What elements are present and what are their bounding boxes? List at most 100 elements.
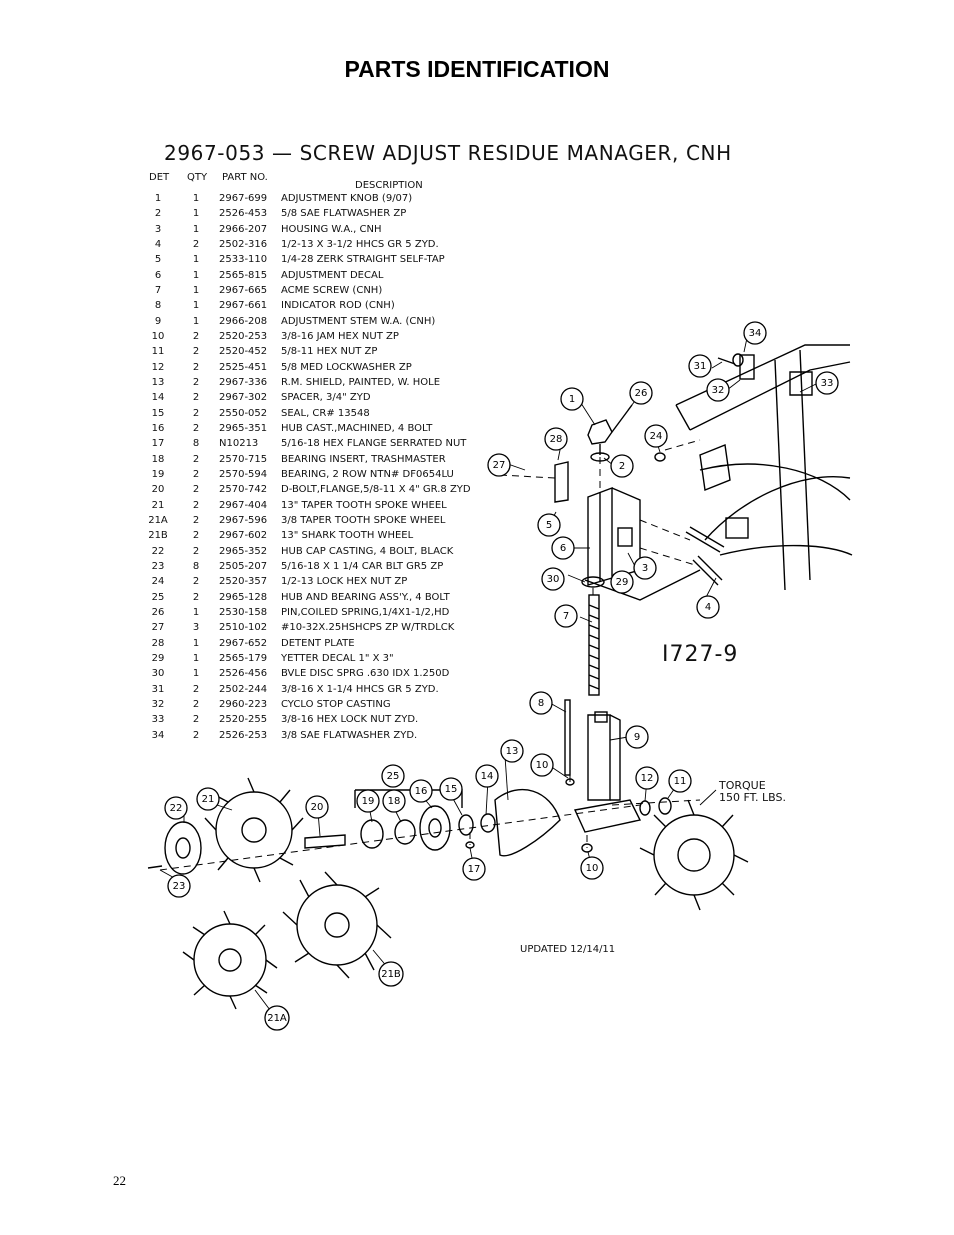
cell-description: 3/8 TAPER TOOTH SPOKE WHEEL [281, 514, 446, 526]
cell-description: #10-32X.25HSHCPS ZP W/TRDLCK [281, 622, 455, 634]
cell-qty: 2 [192, 468, 200, 480]
callout-15: 15 [439, 777, 463, 801]
callout-label: 17 [468, 864, 481, 875]
callout-21b: 21B [378, 961, 404, 987]
cell-det: 24 [151, 576, 165, 588]
callout-label: 9 [634, 732, 640, 743]
cell-det: 5 [154, 254, 162, 266]
cell-qty: 2 [192, 422, 200, 434]
cell-det: 8 [154, 300, 162, 312]
cell-det: 31 [151, 683, 165, 695]
cell-det: 15 [151, 407, 165, 419]
callout-label: 4 [705, 602, 711, 613]
cell-qty: 2 [192, 729, 200, 741]
cell-part-no: 2505-207 [219, 560, 268, 572]
cell-part-no: 2570-594 [219, 468, 268, 480]
cell-part-no: 2967-596 [219, 514, 268, 526]
cell-part-no: 2502-316 [219, 238, 268, 250]
cell-det: 17 [151, 438, 165, 450]
cell-part-no: 2565-815 [219, 269, 268, 281]
cell-part-no: 2510-102 [219, 622, 268, 634]
cell-qty: 2 [192, 453, 200, 465]
page-title: PARTS IDENTIFICATION [344, 56, 610, 82]
cell-qty: 2 [192, 376, 200, 388]
cell-description: ADJUSTMENT KNOB (9/07) [281, 193, 413, 204]
cell-det: 30 [151, 668, 165, 680]
callout-label: 16 [415, 786, 428, 797]
callout-label: 3 [642, 563, 648, 574]
cell-description: ACME SCREW (CNH) [281, 284, 383, 296]
cell-qty: 1 [192, 652, 200, 664]
callout-label: 10 [536, 760, 549, 771]
callout-label: 22 [170, 803, 183, 814]
cell-description: BEARING INSERT, TRASHMASTER [281, 453, 446, 465]
header-qty: QTY [187, 172, 208, 183]
callout-31: 31 [688, 354, 712, 378]
header-det: DET [149, 172, 170, 183]
cell-part-no: 2967-336 [219, 376, 268, 388]
callout-layer: 1234567891010111213141516171819202121A21… [164, 321, 839, 1031]
callout-10: 10 [530, 753, 554, 777]
callout-34: 34 [743, 321, 767, 345]
cell-qty: 1 [192, 668, 200, 680]
cell-description: 5/8 SAE FLATWASHER ZP [281, 208, 407, 220]
cell-qty: 2 [192, 576, 200, 588]
cell-part-no: 2565-179 [219, 652, 268, 664]
cell-qty: 2 [192, 361, 200, 373]
cell-qty: 1 [192, 637, 200, 649]
cell-det: 26 [151, 606, 165, 618]
callout-label: 34 [749, 328, 762, 339]
cell-description: HUB AND BEARING ASS'Y., 4 BOLT [281, 591, 450, 603]
cell-det: 23 [151, 560, 165, 572]
cell-description: HOUSING W.A., CNH [281, 223, 382, 235]
callout-label: 14 [481, 771, 494, 782]
cell-part-no: 2967-602 [219, 530, 268, 542]
cell-det: 14 [151, 392, 165, 404]
cell-part-no: 2533-110 [219, 254, 268, 266]
callout-11: 11 [668, 769, 692, 793]
callout-2: 2 [610, 454, 634, 478]
callout-label: 19 [362, 796, 375, 807]
torque-label: TORQUE [719, 779, 766, 792]
callout-label: 2 [619, 461, 625, 472]
cell-qty: 2 [192, 514, 200, 526]
housing [554, 461, 701, 601]
cell-description: YETTER DECAL 1" X 3" [281, 652, 394, 664]
cell-qty: 2 [192, 545, 200, 557]
cell-det: 28 [151, 637, 165, 649]
cell-part-no: 2526-253 [219, 729, 268, 741]
bolts [685, 357, 736, 586]
torque-value: 150 FT. LBS. [719, 791, 786, 804]
cell-det: 11 [151, 346, 165, 358]
cell-description: 3/8 SAE FLATWASHER ZYD. [281, 729, 418, 741]
cell-part-no: 2550-052 [219, 407, 268, 419]
cell-qty: 1 [192, 254, 200, 266]
cell-part-no: 2570-715 [219, 453, 268, 465]
cell-qty: 2 [192, 407, 200, 419]
callout-label: 21 [202, 794, 215, 805]
callout-32: 32 [706, 378, 730, 402]
callout-33: 33 [815, 371, 839, 395]
cell-det: 3 [154, 223, 162, 235]
cell-det: 22 [151, 545, 165, 557]
callout-18: 18 [382, 789, 406, 813]
callout-27: 27 [487, 453, 511, 477]
cell-det: 1 [154, 193, 162, 204]
callout-9: 9 [625, 725, 649, 749]
cell-qty: 1 [192, 315, 200, 327]
cell-part-no: 2526-456 [219, 668, 268, 680]
cell-qty: 2 [192, 714, 200, 726]
cell-description: 1/2-13 LOCK HEX NUT ZP [281, 576, 408, 588]
spoke-wheels [182, 777, 749, 1010]
